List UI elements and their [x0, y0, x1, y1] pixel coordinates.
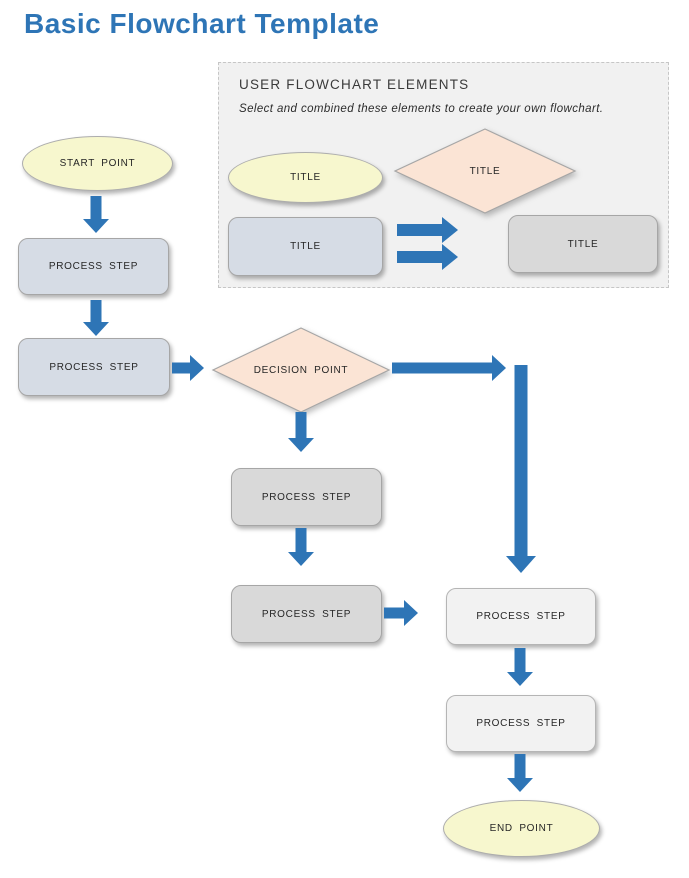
connector-branch-down-to-process5	[506, 365, 536, 573]
arrow-shaft	[90, 196, 102, 220]
connector-process1-to-process2	[83, 300, 109, 336]
flow-node-process-6: PROCESS STEP	[446, 695, 596, 752]
sample-ellipse-shape: TITLE	[228, 152, 383, 203]
flow-node-label: PROCESS STEP	[261, 491, 352, 503]
flow-node-process-4: PROCESS STEP	[231, 585, 382, 643]
flow-node-label: PROCESS STEP	[476, 718, 566, 729]
flow-node-label: PROCESS STEP	[261, 608, 352, 620]
sample-result-rect: TITLE	[508, 215, 658, 273]
arrow-head	[404, 600, 418, 626]
connector-process3-to-process4	[288, 528, 314, 566]
sample-ellipse-label: TITLE	[290, 172, 321, 183]
flow-node-label: PROCESS STEP	[49, 361, 139, 373]
arrow-head	[190, 355, 204, 381]
arrow-shaft	[397, 224, 443, 236]
connector-decision-to-process3	[288, 412, 314, 452]
flow-node-process-1: PROCESS STEP	[18, 238, 169, 295]
connector-process5-to-process6	[507, 648, 533, 686]
sample-arrow-icon	[397, 244, 458, 270]
arrow-head	[506, 556, 536, 573]
arrow-head	[442, 217, 458, 243]
arrow-shaft	[90, 300, 102, 323]
connector-process6-to-end	[507, 754, 533, 792]
arrow-shaft	[397, 251, 443, 263]
arrow-head	[83, 322, 109, 336]
arrow-head	[288, 552, 314, 566]
arrow-shaft	[514, 365, 528, 558]
arrow-head	[507, 778, 533, 792]
sample-arrow-icon	[397, 217, 458, 243]
arrow-head	[442, 244, 458, 270]
elements-panel-title: USER FLOWCHART ELEMENTS	[239, 77, 470, 92]
arrow-head	[492, 355, 506, 381]
flow-node-process-3: PROCESS STEP	[231, 468, 382, 526]
sample-process-rect: TITLE	[228, 217, 383, 276]
flow-node-decision: DECISION POINT	[211, 327, 391, 413]
arrow-shaft	[392, 362, 493, 374]
arrow-head	[507, 672, 533, 686]
flow-node-end: END POINT	[443, 800, 600, 857]
flow-node-process-5: PROCESS STEP	[446, 588, 596, 645]
arrow-shaft	[172, 362, 191, 374]
flow-node-label: END POINT	[489, 823, 554, 834]
arrow-shaft	[295, 412, 307, 439]
arrow-head	[83, 219, 109, 233]
sample-result-label: TITLE	[567, 238, 599, 250]
flow-node-process-2: PROCESS STEP	[18, 338, 170, 396]
page-title: Basic Flowchart Template	[24, 8, 380, 39]
connector-process2-to-decision	[172, 355, 204, 381]
diamond-graphic	[393, 128, 577, 214]
flow-node-label: DECISION POINT	[253, 364, 349, 376]
elements-panel-subtitle: Select and combined these elements to cr…	[239, 103, 604, 115]
connector-start-to-process1	[83, 196, 109, 233]
arrow-shaft	[295, 528, 307, 553]
arrow-shaft	[514, 648, 526, 673]
connector-decision-right	[392, 355, 506, 381]
arrow-head	[288, 438, 314, 452]
flow-node-label: PROCESS STEP	[476, 611, 566, 622]
flow-node-start: START POINT	[22, 136, 173, 191]
flow-node-label: PROCESS STEP	[48, 261, 139, 272]
sample-diamond-label: TITLE	[469, 165, 501, 177]
sample-process-label: TITLE	[290, 241, 321, 252]
connector-process4-to-process5	[384, 600, 418, 626]
arrow-shaft	[514, 754, 526, 779]
arrow-shaft	[384, 607, 405, 619]
sample-diamond-shape: TITLE	[393, 128, 577, 214]
flow-node-label: START POINT	[59, 158, 136, 169]
